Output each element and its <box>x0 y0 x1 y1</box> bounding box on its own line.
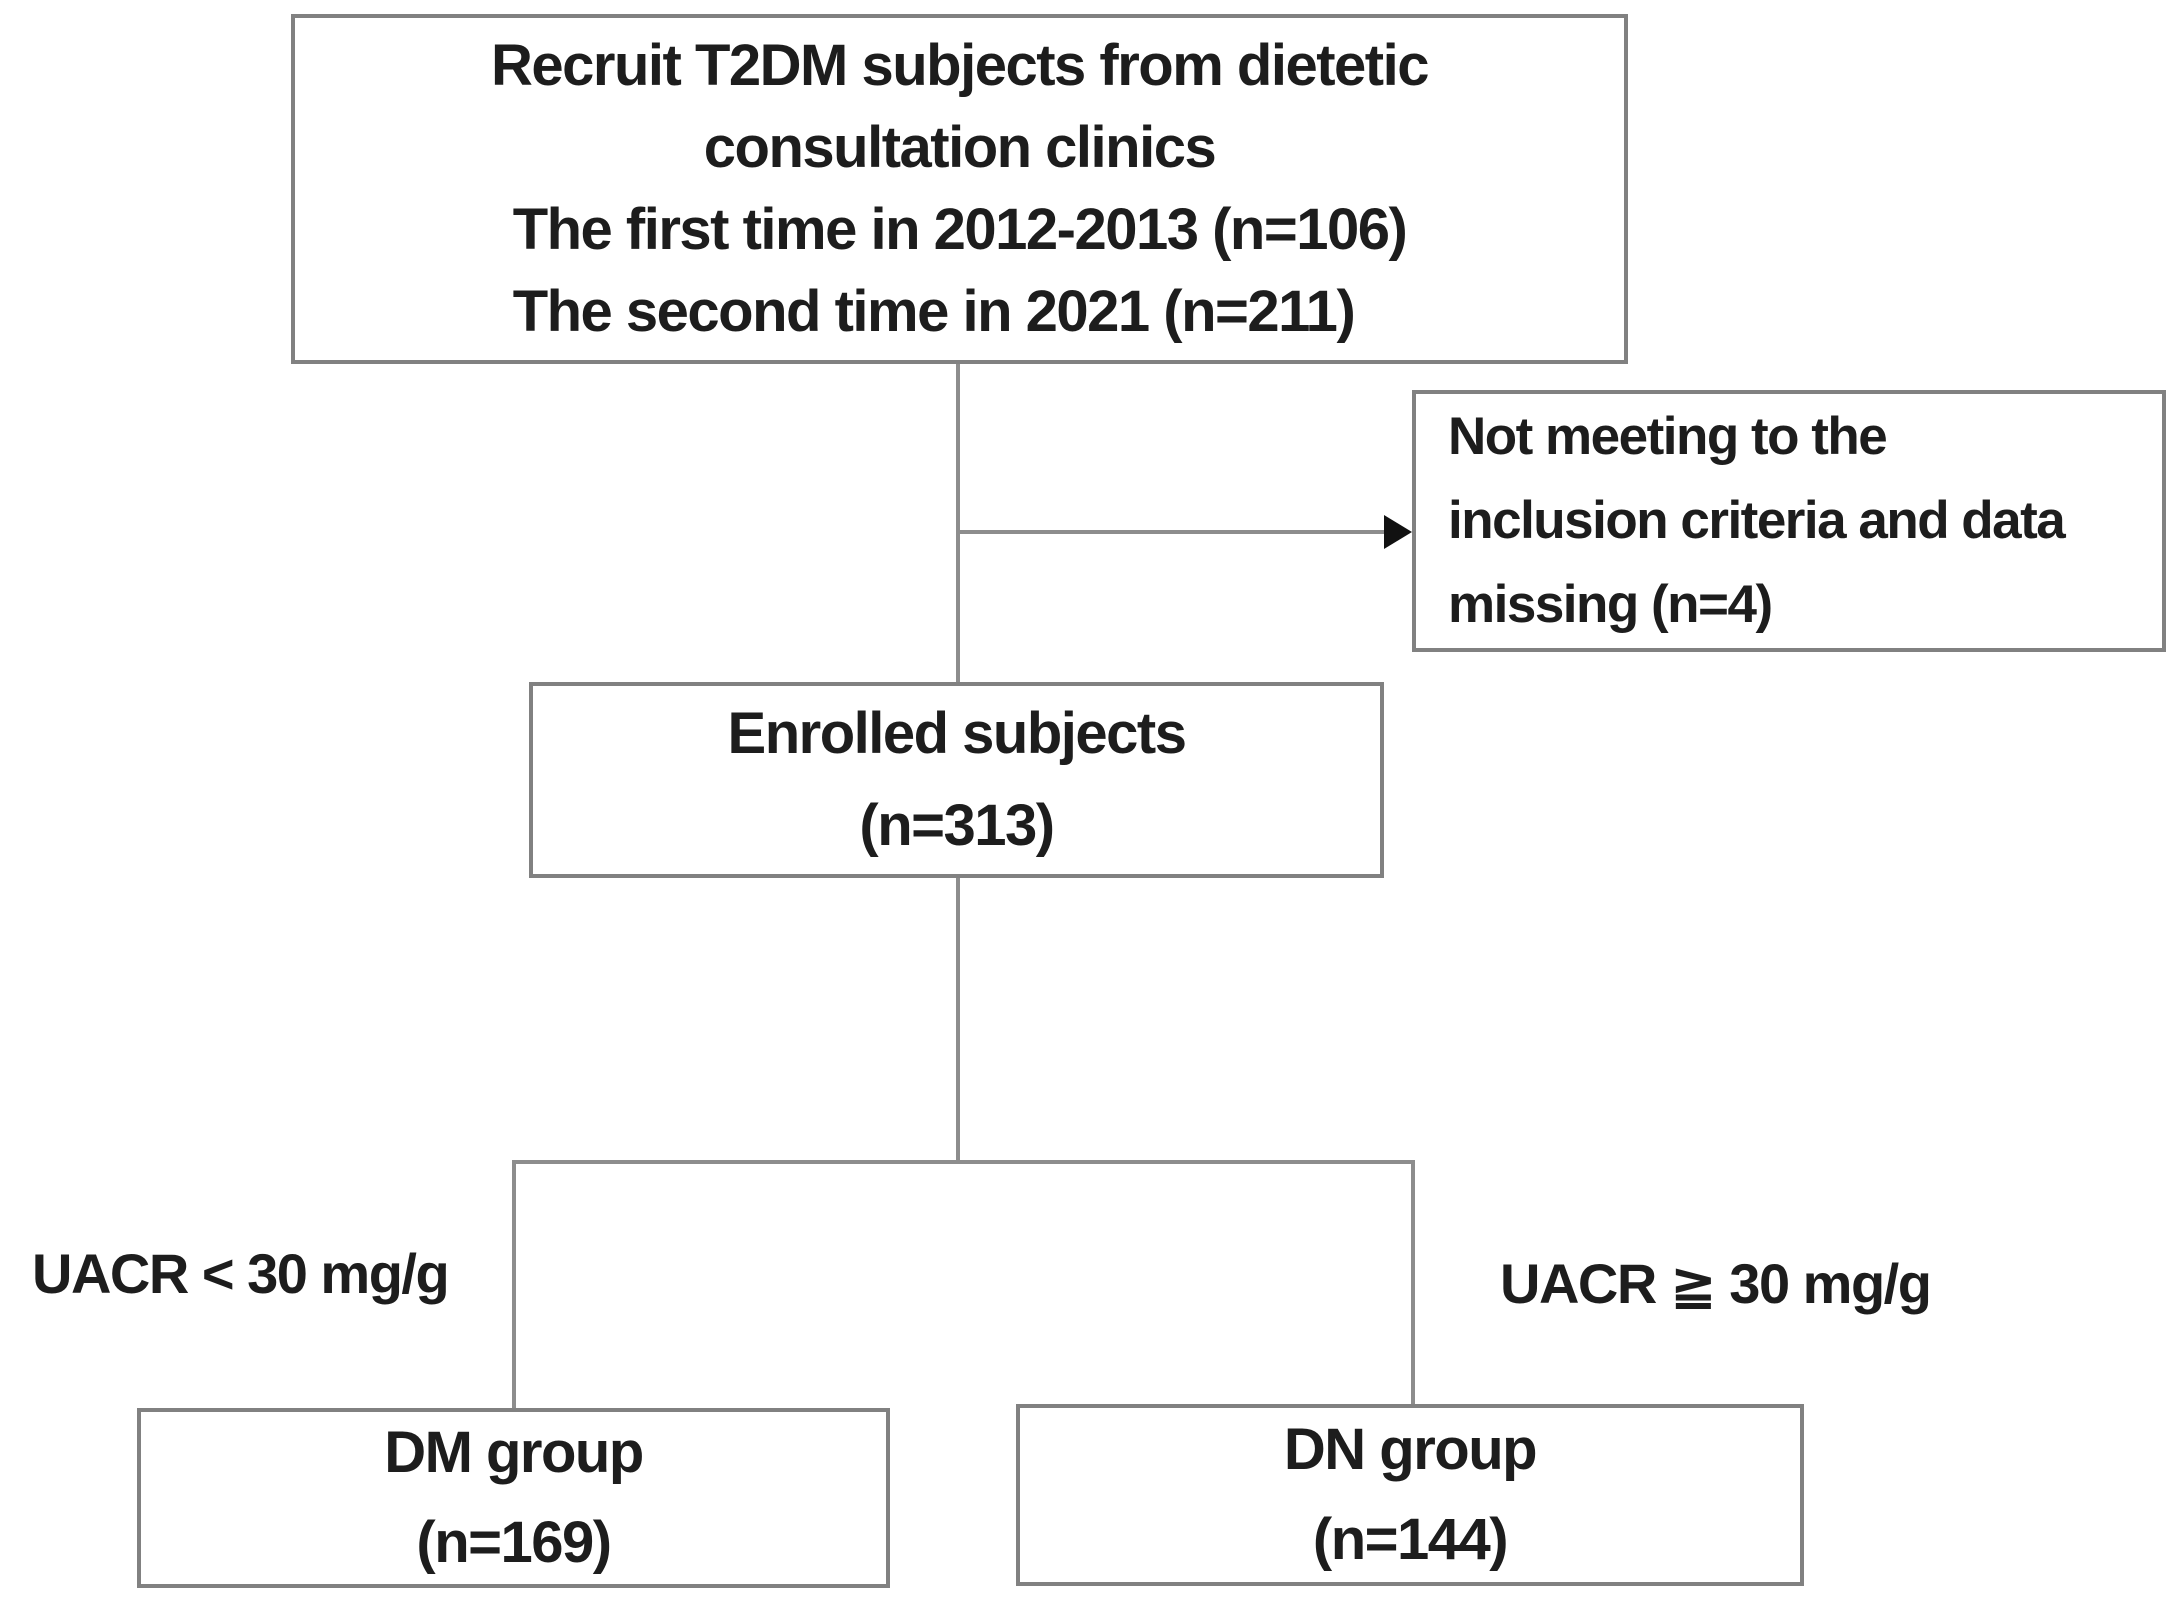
excluded-line-3: missing (n=4) <box>1448 575 1773 634</box>
connector-branch-horizontal <box>512 1160 1415 1164</box>
exclusion-arrow-line <box>958 530 1386 534</box>
excluded-line-1: Not meeting to the <box>1448 407 1888 466</box>
excluded-line-2: inclusion criteria and data <box>1448 491 2066 550</box>
dn-group-line-1: DN group <box>1283 1417 1538 1482</box>
dn-group-line-2: (n=144) <box>1312 1507 1509 1572</box>
recruit-left-lines: The first time in 2012-2013 (n=106) The … <box>512 189 1408 353</box>
recruit-line-1: Recruit T2DM subjects from dietetic <box>491 33 1429 98</box>
connector-branch-right <box>1411 1160 1415 1407</box>
enrolled-line-2: (n=313) <box>859 793 1055 858</box>
uacr-right-label: UACR ≧ 30 mg/g <box>1500 1252 1932 1315</box>
excluded-box: Not meeting to the inclusion criteria an… <box>1412 390 2166 652</box>
recruit-line-4: The second time in 2021 (n=211) <box>512 279 1356 344</box>
enrolled-line-1: Enrolled subjects <box>727 701 1187 766</box>
dm-group-box: DM group (n=169) <box>137 1408 890 1588</box>
uacr-left-label: UACR < 30 mg/g <box>32 1242 450 1305</box>
connector-enrolled-to-branch <box>956 878 960 1164</box>
dn-group-box: DN group (n=144) <box>1016 1404 1804 1586</box>
enrolled-box: Enrolled subjects (n=313) <box>529 682 1384 878</box>
dm-group-line-2: (n=169) <box>416 1510 612 1575</box>
recruit-box: Recruit T2DM subjects from dietetic cons… <box>291 14 1628 364</box>
connector-branch-left <box>512 1160 516 1410</box>
dm-group-line-1: DM group <box>384 1420 644 1485</box>
recruit-line-2: consultation clinics <box>703 115 1217 180</box>
arrow-head-icon <box>1384 515 1412 549</box>
connector-recruit-to-enrolled <box>956 364 960 684</box>
recruit-line-3: The first time in 2012-2013 (n=106) <box>512 197 1408 262</box>
